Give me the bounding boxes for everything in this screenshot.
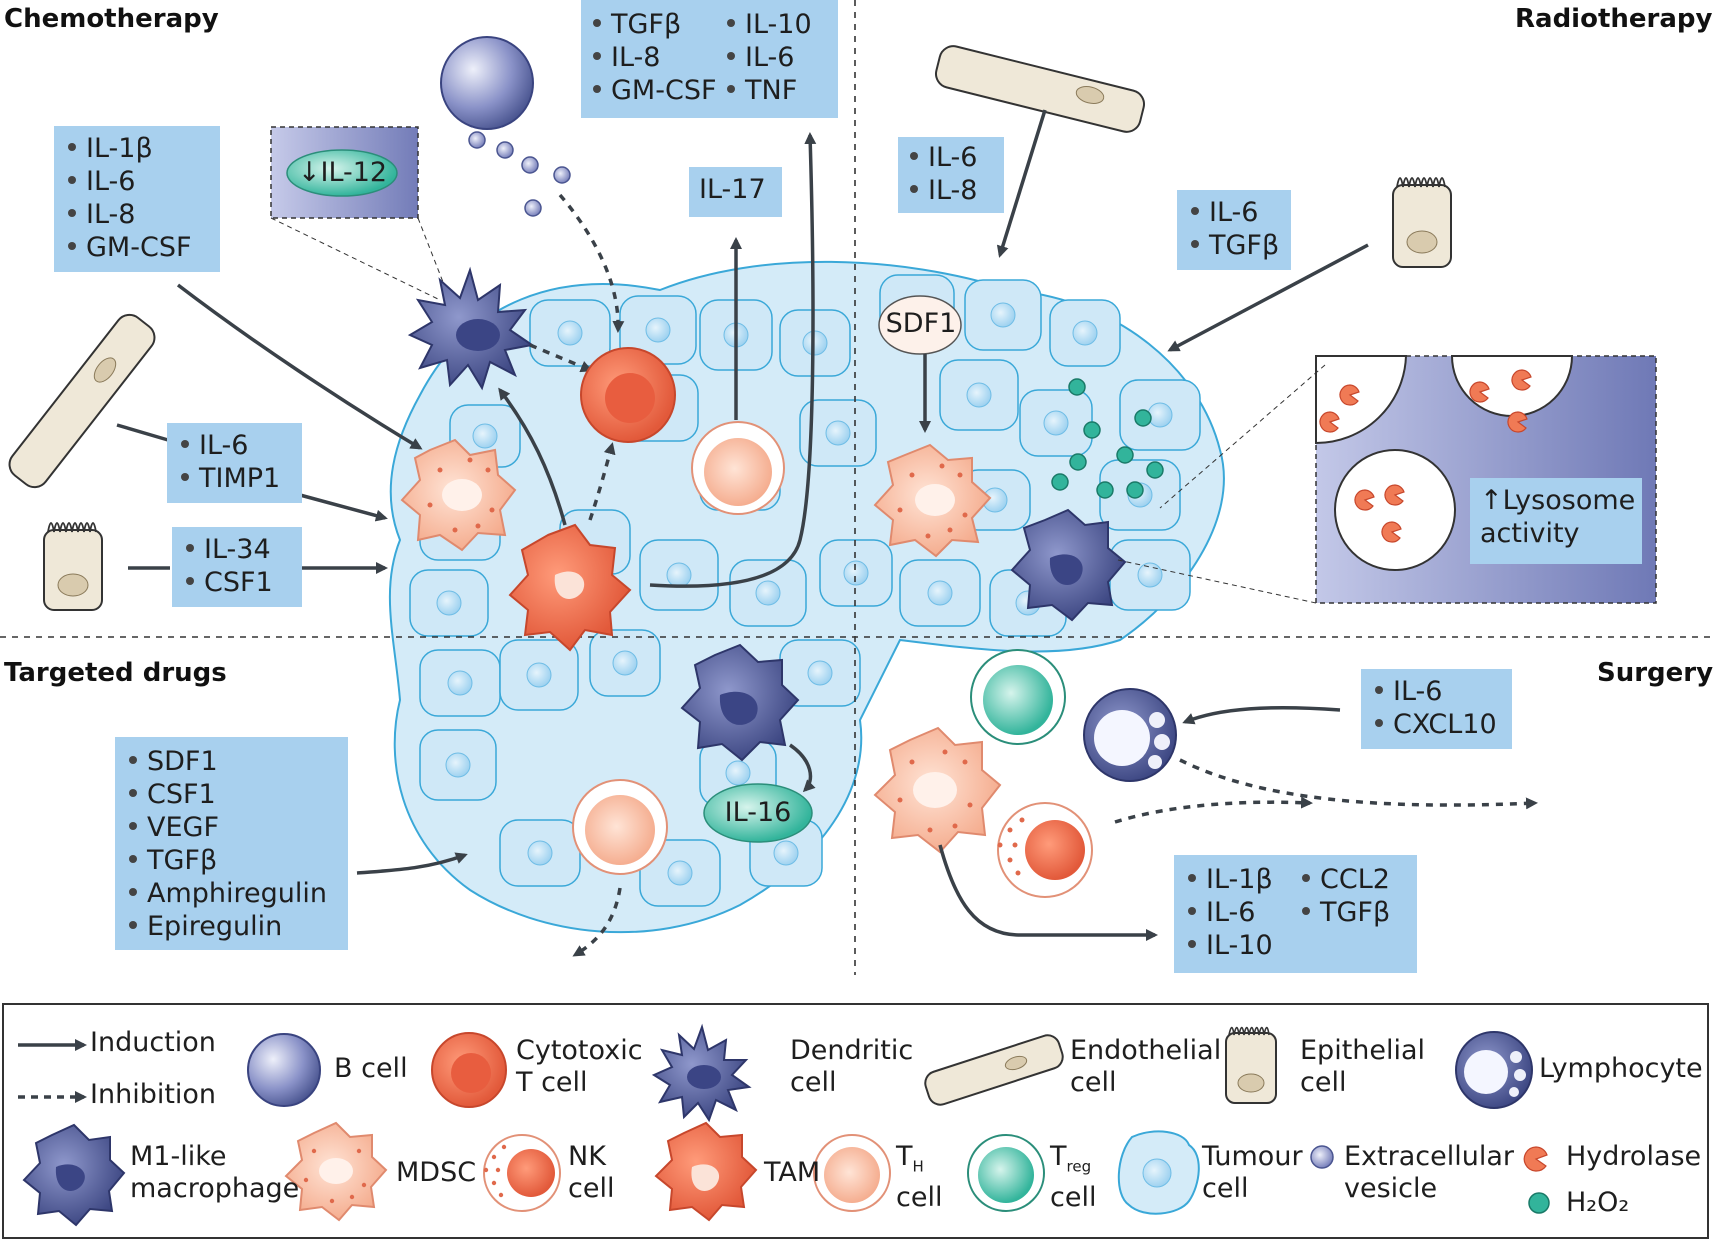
legend-extracellular-vesicle: Extracellular vesicle bbox=[1344, 1141, 1514, 1204]
legend-h2o2: H₂O₂ bbox=[1566, 1187, 1630, 1218]
endothelial-cell-icon bbox=[924, 1034, 1064, 1106]
th-cell-targeted bbox=[572, 779, 668, 875]
extracellular-vesicles bbox=[468, 131, 571, 217]
surgery-cytokine-box-a: IL-6 CXCL10 bbox=[1361, 669, 1512, 749]
surgery-cytokine-box-b: IL-1β IL-6 IL-10 CCL2 TGFβ bbox=[1174, 855, 1417, 973]
legend-inhibition: Inhibition bbox=[90, 1079, 217, 1110]
legend-icons bbox=[18, 1023, 1550, 1227]
legend-endothelial-cell: Endothelial cell bbox=[1070, 1035, 1222, 1098]
il16-label: IL-16 bbox=[724, 797, 792, 828]
legend-nk-cell: NK cell bbox=[568, 1141, 615, 1204]
hydrolase-icon bbox=[1523, 1146, 1548, 1172]
sdf1-label: SDF1 bbox=[885, 308, 957, 339]
legend-epithelial-cell: Epithelial cell bbox=[1300, 1035, 1426, 1098]
epithelial-cell-chemo bbox=[43, 522, 103, 611]
nk-cell-surgery bbox=[997, 802, 1093, 898]
chemo-cytokine-box-b: IL-6 TIMP1 bbox=[167, 423, 302, 503]
th-cell-chemo bbox=[691, 421, 785, 515]
mdsc-radio bbox=[873, 443, 992, 558]
h2o2-dots bbox=[1051, 378, 1164, 499]
legend-m1-macrophage: M1-like macrophage bbox=[130, 1141, 300, 1204]
legend-tam: TAM bbox=[764, 1157, 821, 1188]
quadrant-title-radiotherapy: Radiotherapy bbox=[1515, 4, 1713, 34]
il17-box: IL-17 bbox=[689, 167, 782, 217]
m1-macrophage-icon bbox=[22, 1123, 126, 1227]
radio-cytokine-box-a: IL-6 IL-8 bbox=[898, 137, 1004, 213]
sdf1-bubble bbox=[878, 295, 962, 355]
il16-bubble bbox=[703, 783, 813, 843]
endothelial-cell-radio bbox=[935, 45, 1145, 133]
lymphocyte-surgery bbox=[1083, 688, 1177, 782]
mdsc-surgery bbox=[873, 726, 1002, 854]
legend-panel: Induction Inhibition B cell Cytotoxic T … bbox=[2, 1003, 1709, 1239]
chemo-cytokine-box-a: IL-1β IL-6 IL-8 GM-CSF bbox=[54, 126, 220, 272]
legend-b-cell: B cell bbox=[334, 1053, 408, 1084]
legend-mdsc: MDSC bbox=[396, 1157, 477, 1188]
tumour-cell-icon bbox=[1117, 1130, 1200, 1215]
legend-induction: Induction bbox=[90, 1027, 216, 1058]
lymphocyte-icon bbox=[1455, 1031, 1533, 1109]
mdsc-icon bbox=[284, 1121, 388, 1222]
legend-dendritic-cell: Dendritic cell bbox=[790, 1035, 914, 1098]
h2o2-icon bbox=[1528, 1192, 1550, 1214]
chemo-top-cytokine-box: TGFβ IL-8 GM-CSF IL-10 IL-6 TNF bbox=[581, 0, 838, 118]
endothelial-cell-chemo bbox=[8, 313, 156, 489]
b-cell bbox=[440, 36, 534, 130]
legend-lymphocyte: Lymphocyte bbox=[1539, 1053, 1703, 1084]
legend-tumour-cell: Tumour cell bbox=[1202, 1141, 1303, 1204]
m1-macrophage-radio bbox=[1010, 508, 1127, 622]
epithelial-cell-icon bbox=[1225, 1026, 1277, 1104]
quadrant-title-chemotherapy: Chemotherapy bbox=[4, 4, 219, 34]
radio-cytokine-box-b: IL-6 TGFβ bbox=[1177, 190, 1291, 270]
treg-cell-icon bbox=[967, 1134, 1045, 1212]
hydrolases-inset bbox=[1319, 369, 1532, 543]
extracellular-vesicle-icon bbox=[1310, 1145, 1334, 1169]
il12-box bbox=[270, 126, 419, 219]
b-cell-icon bbox=[247, 1033, 321, 1107]
legend-hydrolase: Hydrolase bbox=[1566, 1141, 1702, 1172]
legend-cytotoxic-t-cell: Cytotoxic T cell bbox=[516, 1035, 643, 1098]
mdsc-chemo bbox=[400, 438, 517, 552]
epithelial-cell-radio bbox=[1392, 177, 1452, 268]
quadrant-title-surgery: Surgery bbox=[1597, 658, 1713, 688]
lysosome-activity-box: ↑Lysosome activity bbox=[1470, 478, 1642, 564]
cytotoxic-t-cell-icon bbox=[431, 1032, 507, 1108]
quadrant-title-targeted-drugs: Targeted drugs bbox=[4, 658, 227, 688]
dendritic-cell-icon bbox=[651, 1023, 752, 1123]
treg-cell-surgery bbox=[970, 649, 1066, 745]
targeted-cytokine-box: SDF1 CSF1 VEGF TGFβ Amphiregulin Epiregu… bbox=[115, 737, 348, 950]
il12-label: ↓IL-12 bbox=[297, 157, 388, 188]
dendritic-cell bbox=[407, 266, 535, 391]
m1-macrophage-targeted bbox=[680, 643, 800, 762]
cytotoxic-t-cell bbox=[580, 347, 676, 443]
tam-icon bbox=[654, 1121, 758, 1222]
nk-cell-icon bbox=[483, 1134, 561, 1212]
th-cell-icon bbox=[813, 1134, 891, 1212]
chemo-cytokine-box-c: IL-34 CSF1 bbox=[172, 527, 302, 607]
tam-chemo bbox=[508, 523, 632, 652]
